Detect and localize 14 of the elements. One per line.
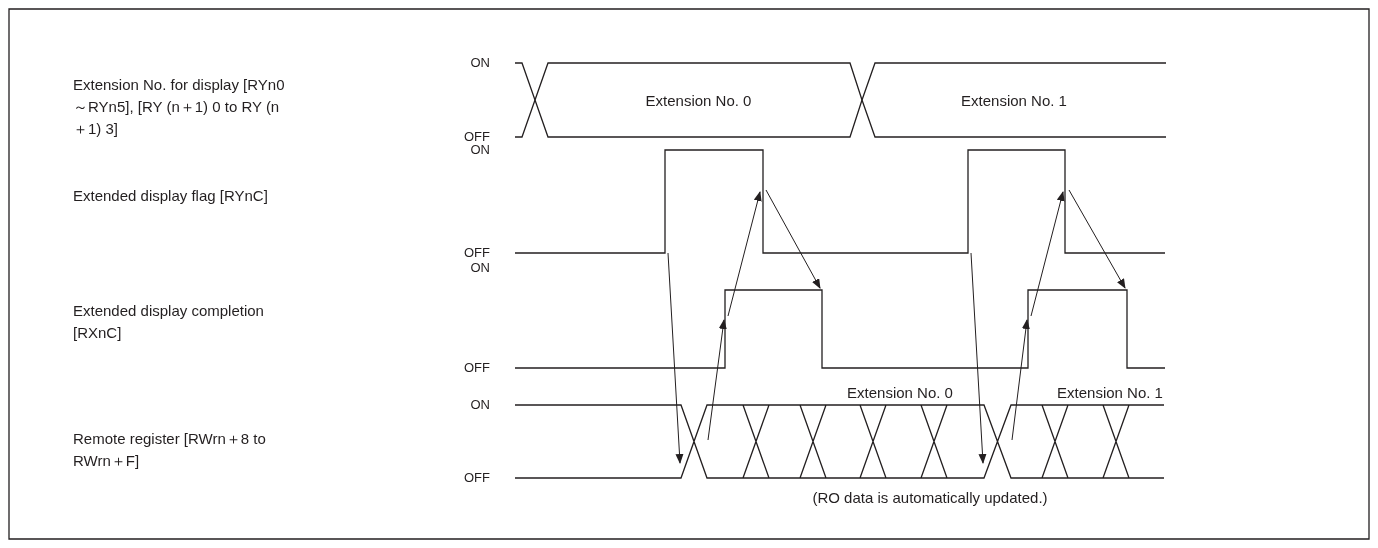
state-label: OFF (464, 469, 490, 487)
bus-value-shape (862, 63, 1166, 137)
bus-value-label: Extension No. 0 (645, 91, 752, 109)
state-label: OFF (464, 359, 490, 377)
state-label: ON (470, 54, 490, 72)
bus-value-shape (535, 63, 862, 137)
signal-name: Remote register [RWrn＋8 to RWrn＋F] (73, 429, 267, 471)
bus-value-label: Extension No. 1 (961, 91, 1067, 109)
state-label: ON (470, 396, 490, 414)
state-label: ON (470, 259, 490, 277)
signal-name: Extended display completion [RXnC] (73, 301, 265, 343)
state-label: OFF (464, 244, 490, 262)
signal-name: Extended display flag [RYnC] (73, 186, 269, 206)
signal-name: Extension No. for display [RYn0～RYn5], [RY (n＋1) 0 to RY (n＋1) 3] (73, 75, 286, 139)
